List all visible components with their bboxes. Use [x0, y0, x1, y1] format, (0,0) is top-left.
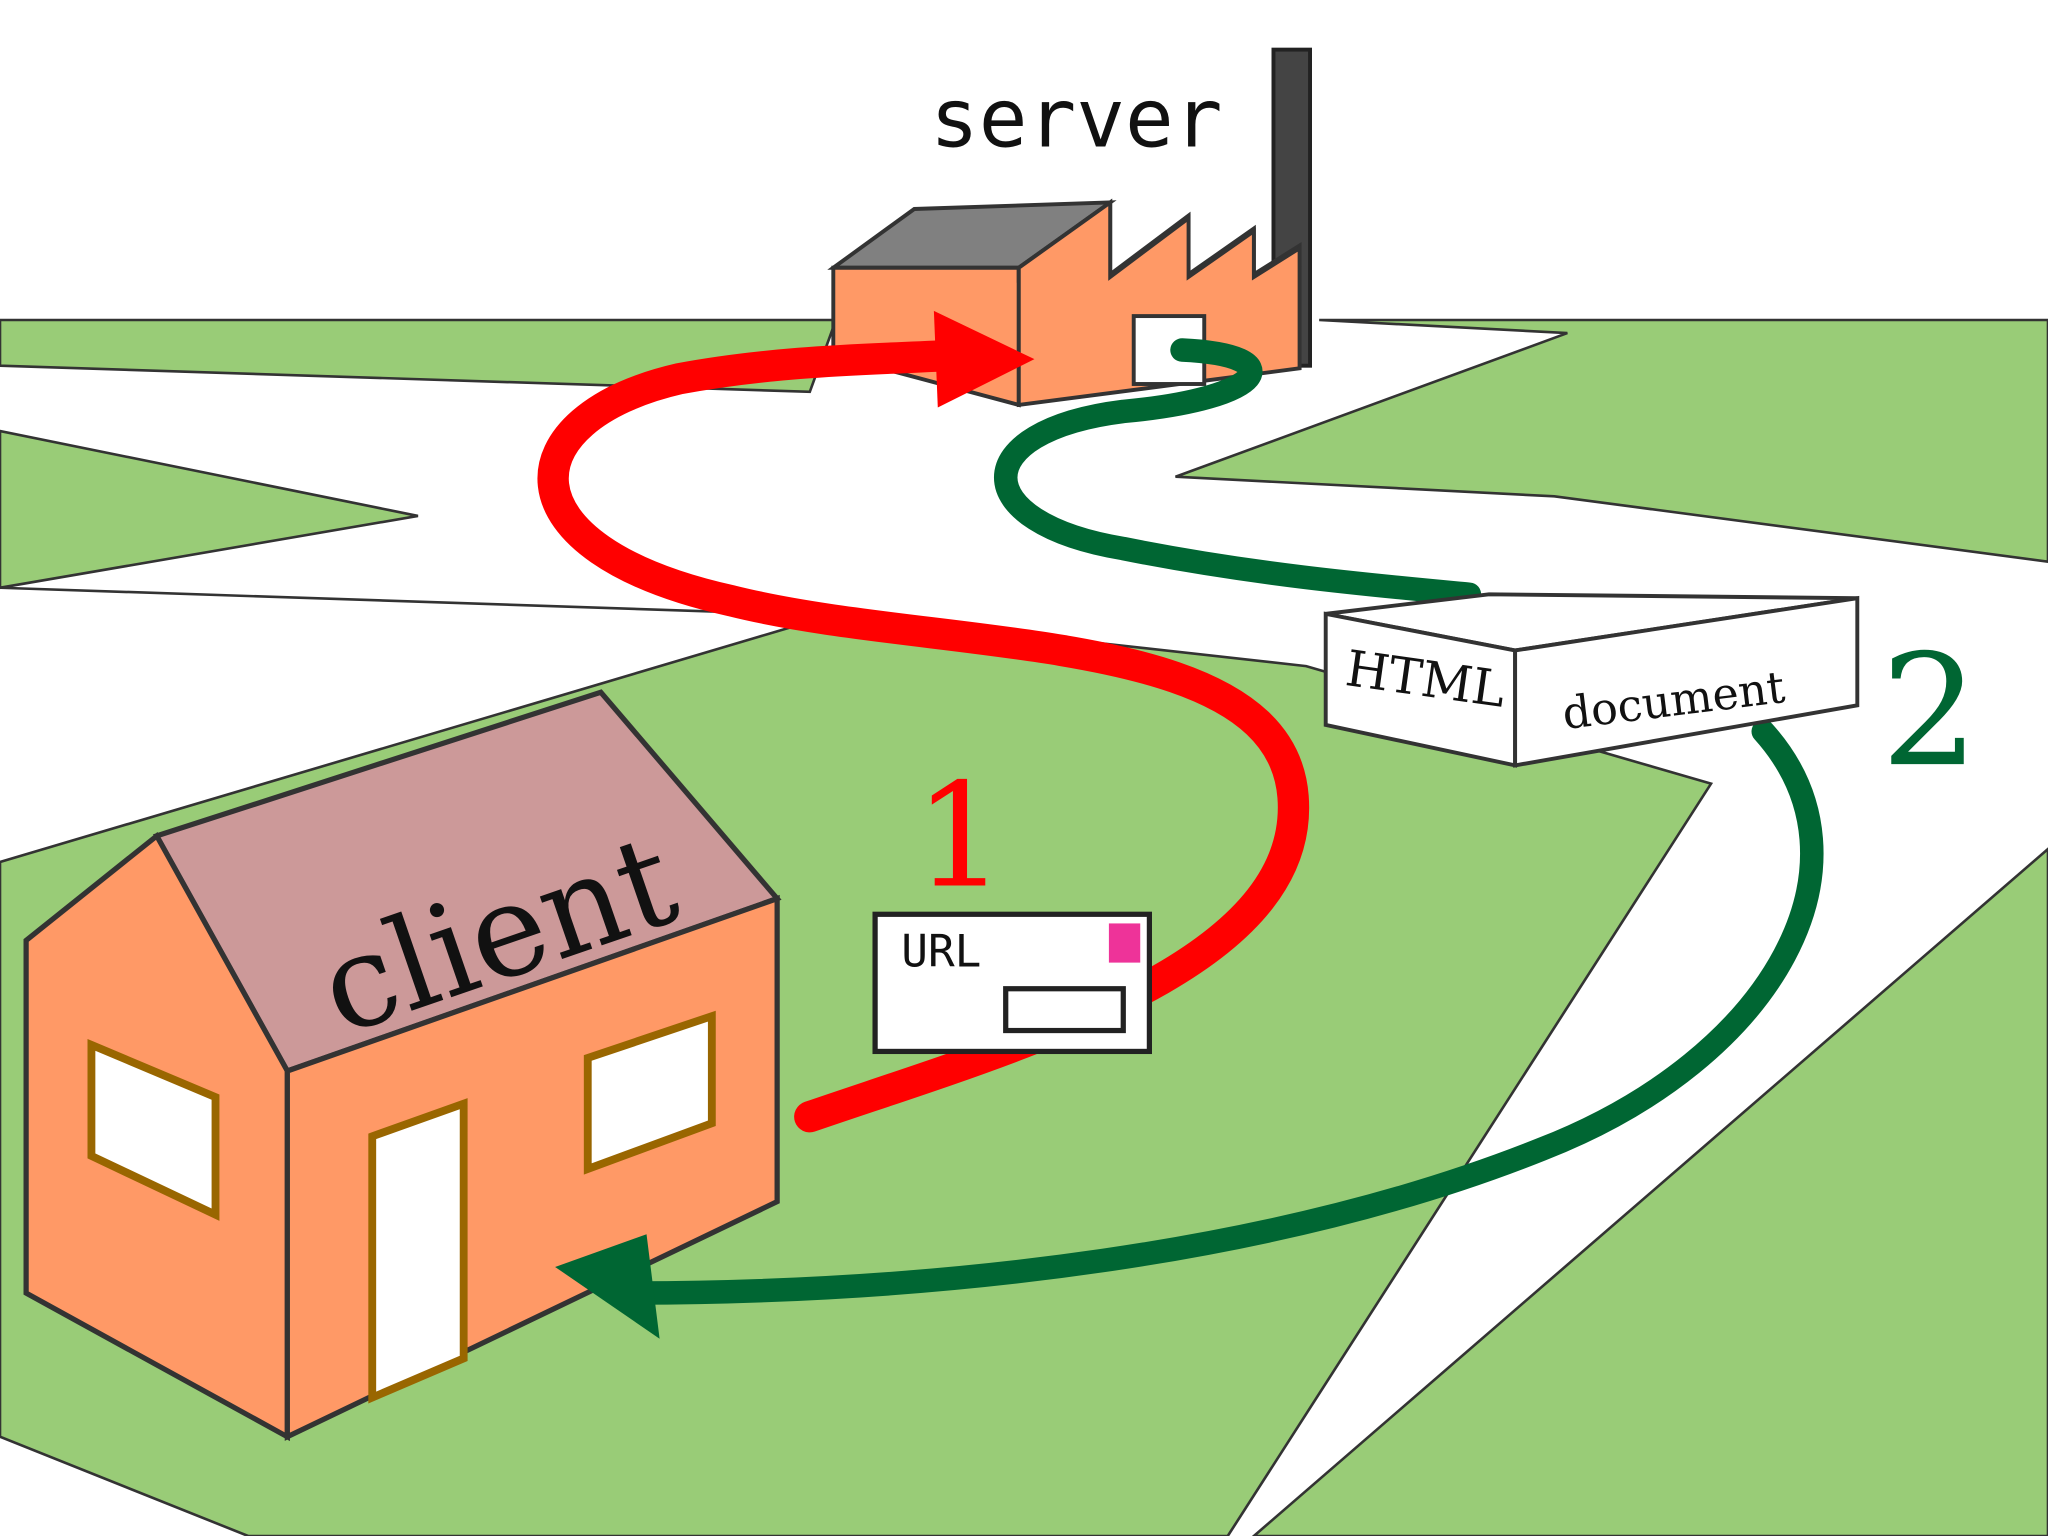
- step-2-label: 2: [1881, 622, 1979, 801]
- grass-left-strip: [0, 429, 419, 590]
- step-1-label: 1: [914, 753, 1005, 920]
- response-arrow: [555, 338, 1824, 1339]
- response-arrow-path-top: [994, 338, 1482, 607]
- response-arrow-path-bottom: [615, 719, 1824, 1305]
- request-arrowhead: [933, 310, 1035, 408]
- response-arrowhead: [555, 1234, 660, 1339]
- house-door: [368, 1098, 468, 1404]
- document-box-side: [1513, 595, 1860, 768]
- house-left-window: [87, 1038, 220, 1221]
- url-label: URL: [901, 927, 981, 978]
- request-arrow: [537, 310, 1309, 1133]
- client-house: [23, 689, 782, 1442]
- road-edge-line: [0, 586, 784, 616]
- envelope-address-box: [1003, 986, 1126, 1034]
- server-label: server: [930, 72, 1222, 166]
- request-arrow-path: [537, 339, 1309, 1133]
- html-document-box: HTML document: [1323, 592, 1860, 768]
- house-right-window: [583, 1010, 716, 1175]
- envelope-stamp: [1108, 923, 1141, 963]
- grass-far-left: [0, 318, 838, 394]
- url-envelope: URL: [872, 911, 1152, 1055]
